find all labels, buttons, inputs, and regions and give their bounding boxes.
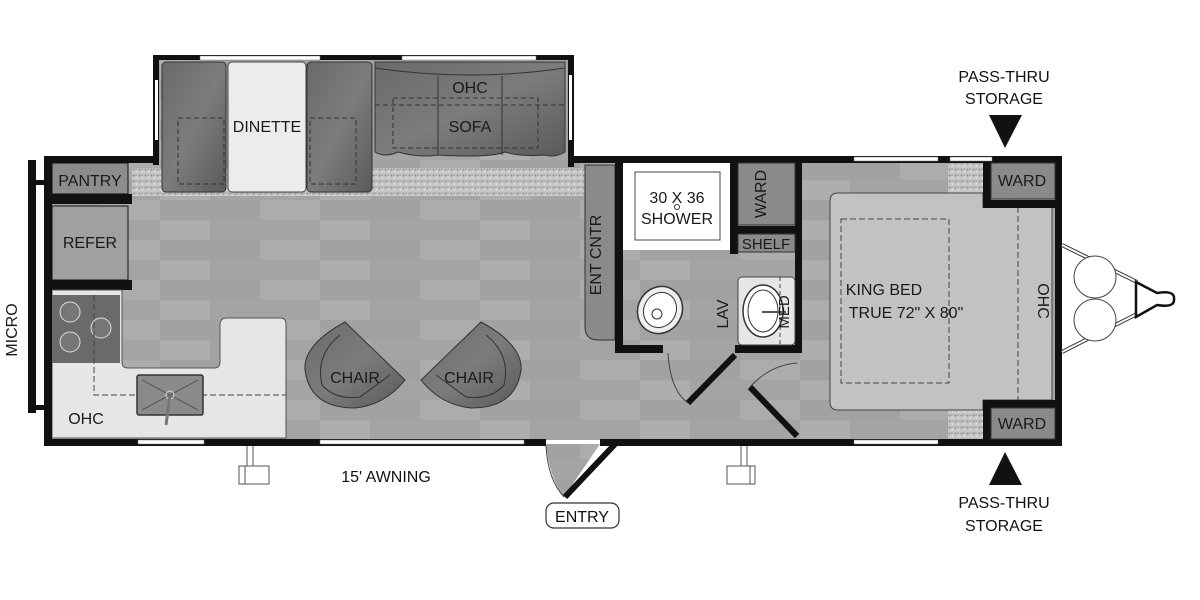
- toilet-icon: [636, 285, 684, 335]
- pass-thru-top-line2: STORAGE: [965, 91, 1043, 108]
- bath-ward-label: WARD: [753, 170, 770, 218]
- pantry: PANTRY: [51, 162, 129, 195]
- bedroom-door[interactable]: [747, 362, 800, 439]
- lav-label: LAV: [715, 299, 732, 328]
- chair-2-label: CHAIR: [444, 370, 494, 387]
- kitchen-counter: OHC: [51, 289, 287, 439]
- awning-label: 15' AWNING: [341, 469, 431, 486]
- chair-2: CHAIR: [420, 321, 522, 409]
- sofa-label: SOFA: [449, 119, 492, 136]
- pass-thru-storage-top: PASS-THRU STORAGE: [958, 69, 1050, 148]
- carpet-top: [948, 163, 983, 193]
- bath-wardrobe: WARD: [737, 162, 796, 226]
- entry-door[interactable]: [545, 439, 620, 500]
- chair-1: CHAIR: [304, 321, 406, 409]
- pass-thru-bottom-line2: STORAGE: [965, 518, 1043, 535]
- stabilizer-jack-right: [726, 446, 756, 485]
- wardrobe-bottom[interactable]: WARD: [983, 400, 1056, 440]
- shower: 30 X 36 SHOWER: [623, 163, 730, 250]
- micro-label: MICRO: [4, 303, 21, 356]
- wardrobe-top[interactable]: WARD: [983, 162, 1056, 208]
- entertainment-center: ENT CNTR: [584, 164, 616, 341]
- carpet-bottom: [948, 408, 983, 439]
- dinette-label: DINETTE: [233, 119, 301, 136]
- pantry-label: PANTRY: [58, 173, 122, 190]
- entry-label: ENTRY: [555, 509, 609, 526]
- bathroom-walls: [615, 162, 802, 353]
- chair-1-label: CHAIR: [330, 370, 380, 387]
- bed-title-label: KING BED: [846, 282, 922, 299]
- dinette: DINETTE: [161, 61, 373, 193]
- pass-thru-top-line1: PASS-THRU: [958, 69, 1049, 86]
- pass-thru-storage-bottom: PASS-THRU STORAGE: [958, 452, 1050, 535]
- med-label: MED: [776, 295, 793, 329]
- shower-label: SHOWER: [641, 211, 713, 228]
- refrigerator: REFER: [51, 205, 129, 281]
- stove-burners-icon: [59, 301, 112, 353]
- pass-thru-bottom-line1: PASS-THRU: [958, 495, 1049, 512]
- kitchen-ohc-label: OHC: [68, 411, 104, 428]
- entry-label-box: ENTRY: [545, 502, 620, 529]
- shower-size-label: 30 X 36: [649, 190, 704, 207]
- stabilizer-jack-left: [238, 446, 270, 485]
- arrow-down-icon: [989, 115, 1022, 148]
- bed-size-label: TRUE 72" X 80": [849, 305, 964, 322]
- king-bed: KING BED TRUE 72" X 80" OHC: [829, 192, 1053, 411]
- exterior-walls: [28, 156, 1062, 446]
- bed-ohc-label: OHC: [1034, 283, 1051, 319]
- sofa-ohc-label: OHC: [452, 80, 488, 97]
- hitch-propane-icon: [1061, 243, 1176, 354]
- lavatory: LAV MED: [715, 276, 796, 346]
- sink-icon: [136, 374, 204, 426]
- ent-cntr-label: ENT CNTR: [588, 215, 605, 296]
- bathroom-door[interactable]: [667, 352, 738, 406]
- arrow-up-icon: [989, 452, 1022, 485]
- shelf: SHELF: [737, 233, 796, 253]
- ward-top-label: WARD: [998, 173, 1046, 190]
- refer-label: REFER: [63, 235, 117, 252]
- sofa: OHC SOFA: [374, 61, 566, 157]
- shelf-label: SHELF: [742, 236, 790, 253]
- ward-bottom-label: WARD: [998, 416, 1046, 433]
